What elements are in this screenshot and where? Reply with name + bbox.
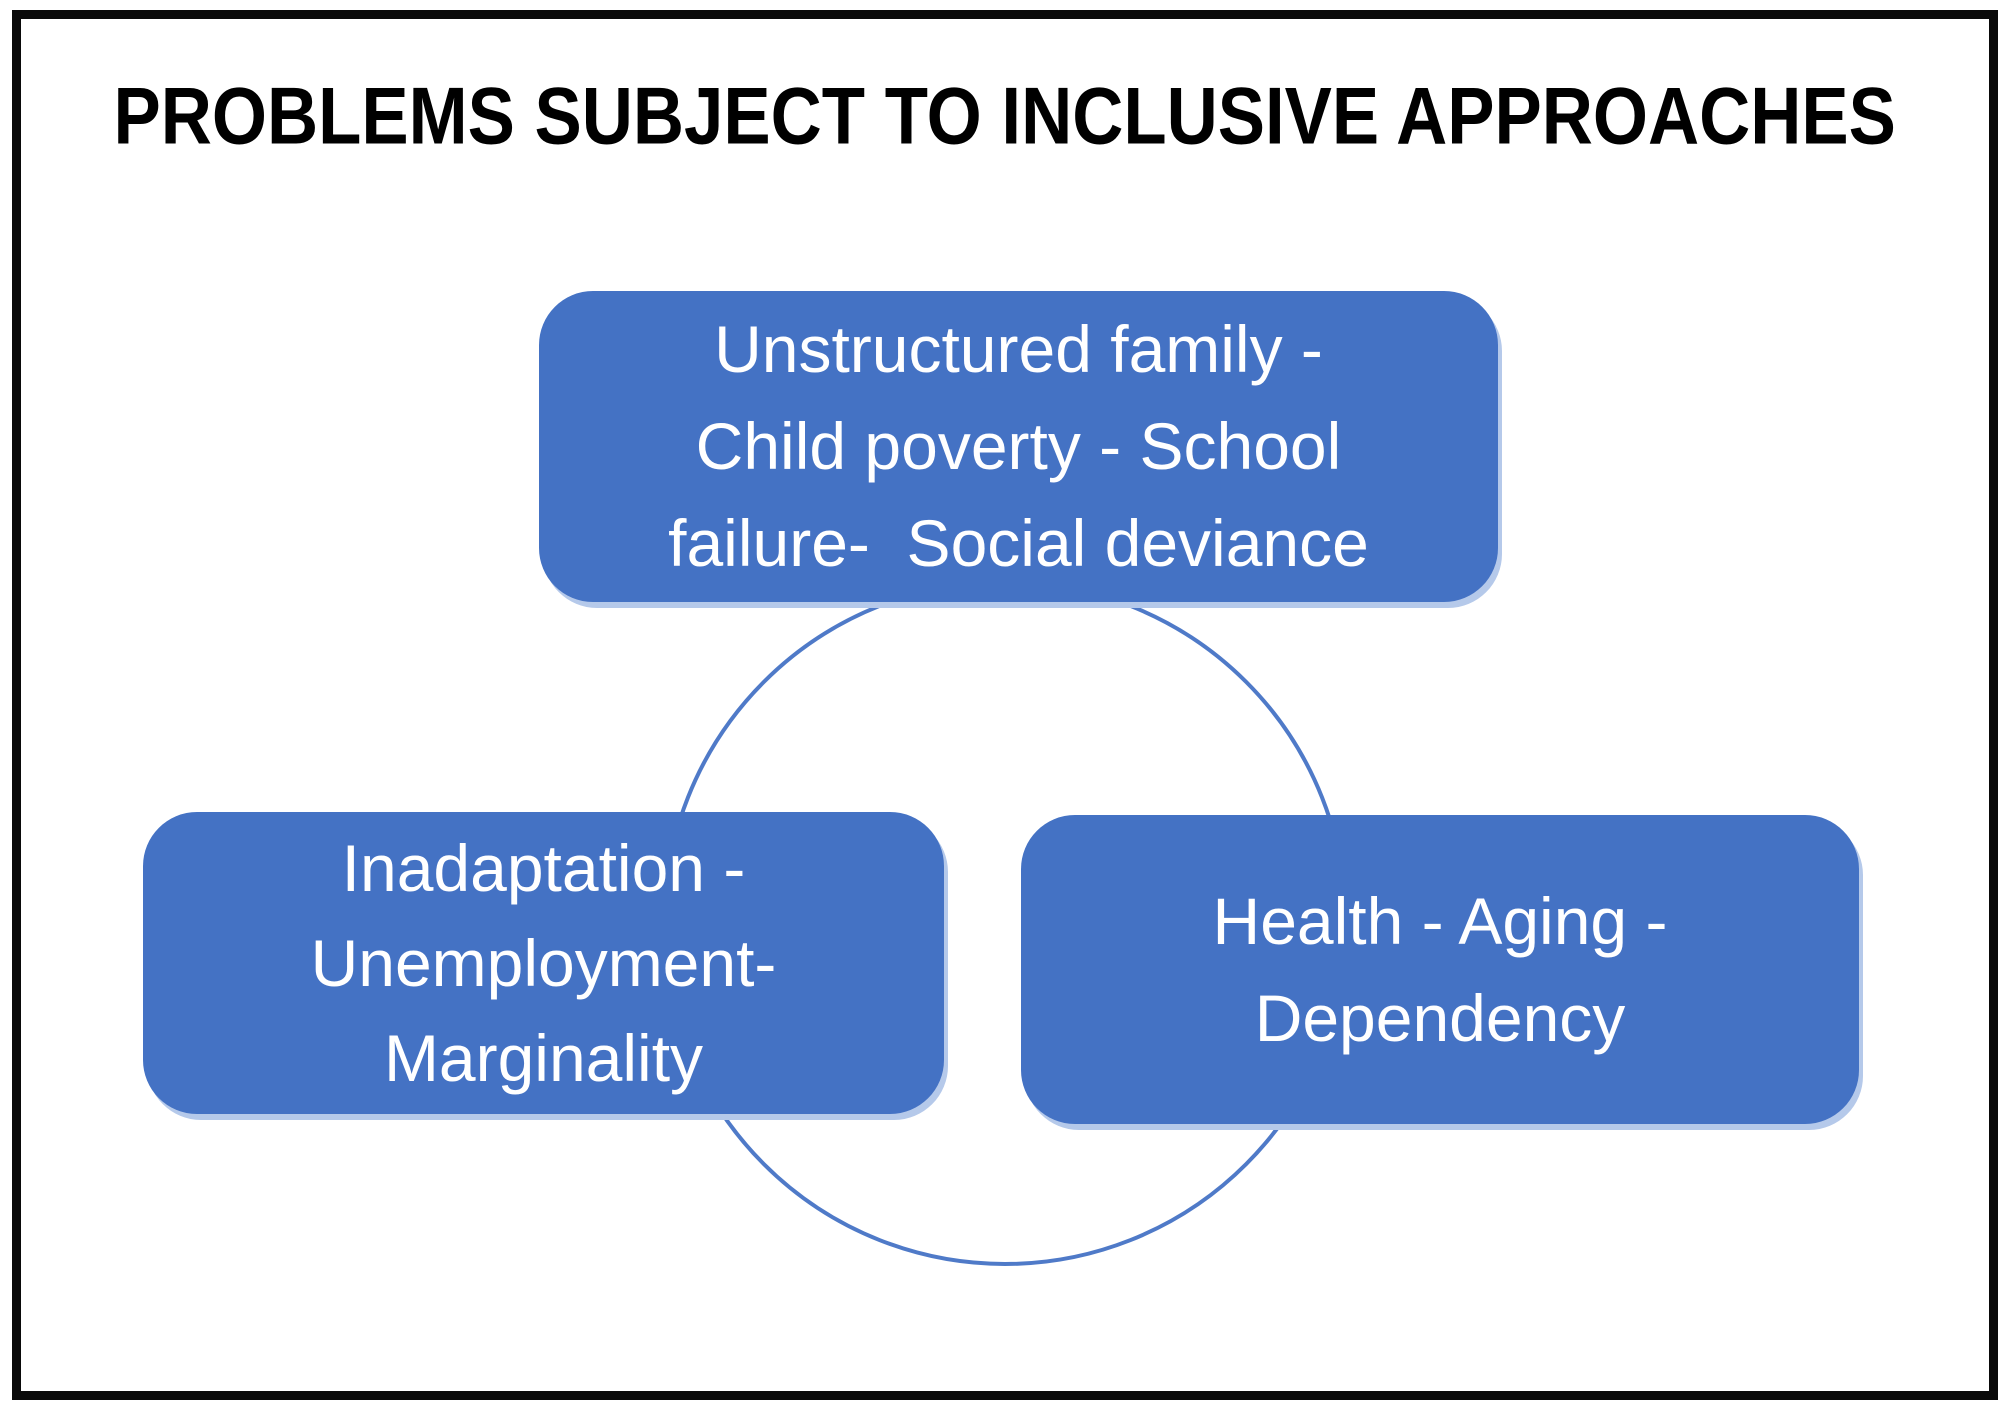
node-inadaptation-unemployment: Inadaptation - Unemployment- Marginality [143,812,944,1114]
node-line: Unstructured family - [714,312,1323,386]
node-line: failure- Social deviance [668,506,1369,580]
node-health-aging-dependency: Health - Aging - Dependency [1021,815,1859,1124]
page-title-text: PROBLEMS SUBJECT TO INCLUSIVE APPROACHES [113,72,1897,162]
node-unstructured-family: Unstructured family - Child poverty - Sc… [539,291,1498,602]
node-line: Dependency [1254,980,1626,1055]
diagram-frame: PROBLEMS SUBJECT TO INCLUSIVE APPROACHES… [12,10,1998,1400]
node-line: Health - Aging - [1212,883,1668,958]
node-line: Marginality [383,1020,704,1095]
node-line: Inadaptation - [341,830,746,905]
node-line: Child poverty - School [695,409,1342,483]
node-line: Unemployment- [310,925,777,1000]
page-title: PROBLEMS SUBJECT TO INCLUSIVE APPROACHES [21,71,1989,161]
